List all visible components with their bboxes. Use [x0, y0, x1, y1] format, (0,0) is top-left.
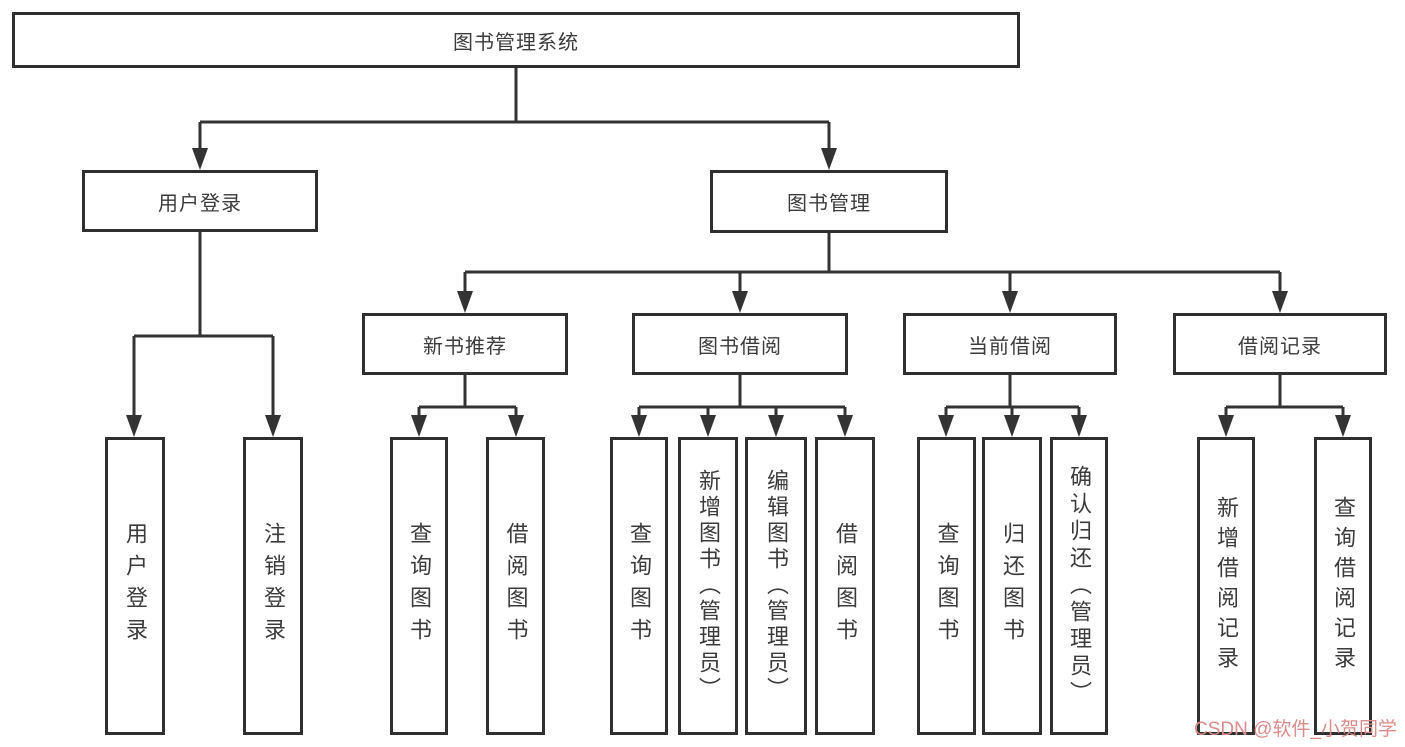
- node-new-book-recommend: 新书推荐: [362, 313, 568, 375]
- leaf-query-books-recommend: 查询图书: [390, 437, 448, 735]
- csdn-watermark: CSDN @软件_小贺同学: [1194, 719, 1397, 740]
- leaf-logout: 注销登录: [243, 437, 303, 735]
- leaf-borrow-books-borrowing: 借阅图书: [815, 437, 875, 735]
- node-current-borrowing: 当前借阅: [903, 313, 1117, 375]
- leaf-return-books: 归还图书: [982, 437, 1042, 735]
- leaf-borrow-books-recommend: 借阅图书: [486, 437, 545, 735]
- leaf-add-books-admin: 新增图书（管理员）: [678, 437, 738, 735]
- node-library-management-system: 图书管理系统: [12, 12, 1020, 68]
- leaf-confirm-return-admin: 确认归还（管理员）: [1050, 437, 1108, 735]
- leaf-query-borrow-record: 查询借阅记录: [1314, 437, 1372, 735]
- leaf-query-books-current: 查询图书: [917, 437, 976, 735]
- leaf-query-books-borrowing: 查询图书: [610, 437, 668, 735]
- node-borrowing-records: 借阅记录: [1173, 313, 1387, 375]
- leaf-edit-books-admin: 编辑图书（管理员）: [745, 437, 807, 735]
- node-user-login: 用户登录: [82, 170, 318, 232]
- node-book-management: 图书管理: [710, 170, 948, 233]
- leaf-user-login: 用户登录: [105, 437, 165, 735]
- leaf-add-borrow-record: 新增借阅记录: [1197, 437, 1255, 735]
- node-book-borrowing: 图书借阅: [632, 313, 848, 375]
